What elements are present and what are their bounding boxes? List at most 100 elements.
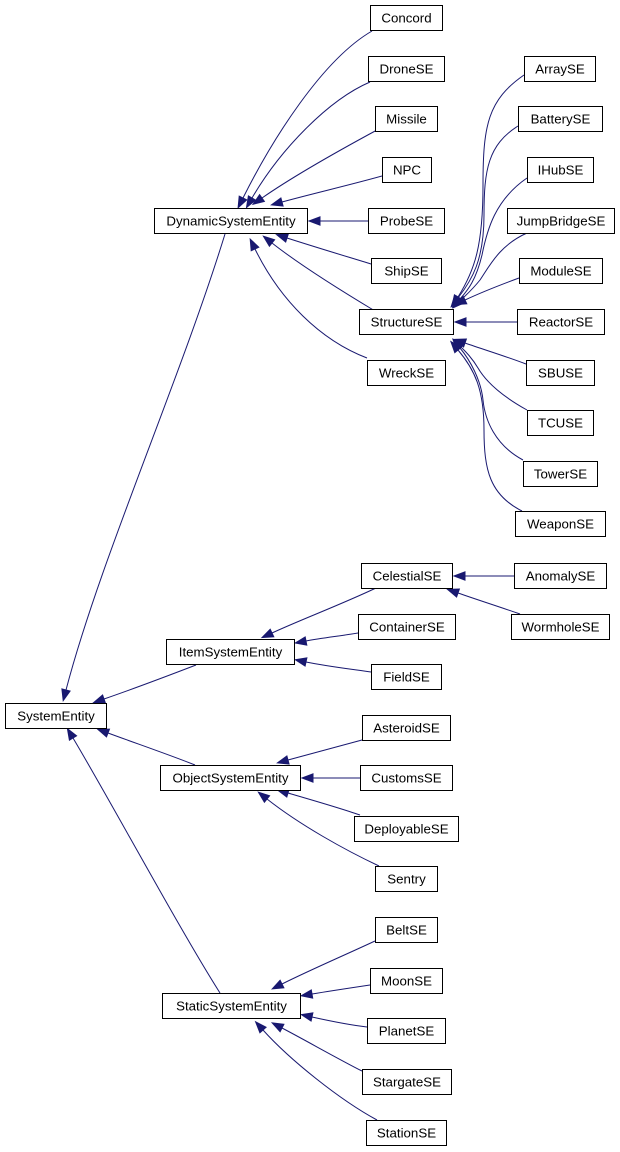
inheritance-arrowhead [453,295,468,306]
node-box [5,703,107,729]
edge-stargate-se-to-static-system-entity [270,1022,363,1072]
inheritance-arrowhead [446,588,461,598]
node-battery-se[interactable]: BatterySE [518,106,603,132]
edge-line [311,1016,368,1028]
node-weapon-se[interactable]: WeaponSE [515,511,606,537]
edge-line [254,248,368,359]
edge-belt-se-to-static-system-entity [270,940,376,990]
node-stargate-se[interactable]: StargateSE [362,1069,452,1095]
inheritance-arrowhead [270,197,284,207]
edge-line [287,792,361,816]
edges-layer [61,30,528,1121]
node-i-hub-se[interactable]: IHubSE [527,157,594,183]
node-wormhole-se[interactable]: WormholeSE [511,614,610,640]
node-box [523,461,598,487]
node-box [511,614,610,640]
edge-line [65,233,226,691]
node-planet-se[interactable]: PlanetSE [367,1018,446,1044]
node-item-system-entity[interactable]: ItemSystemEntity [166,639,295,665]
node-drone-se[interactable]: DroneSE [368,56,445,82]
node-jump-bridge-se[interactable]: JumpBridgeSE [507,208,615,234]
edge-line [457,592,521,615]
node-asteroid-se[interactable]: AsteroidSE [362,715,451,741]
node-box [518,106,603,132]
node-label: FieldSE [383,670,430,685]
node-celestial-se[interactable]: CelestialSE [361,563,453,589]
edge-line [305,632,359,642]
node-box [358,614,456,640]
node-label: StaticSystemEntity [176,999,287,1014]
node-station-se[interactable]: StationSE [366,1120,447,1146]
edge-line [464,342,527,365]
node-label: ItemSystemEntity [179,645,283,660]
edge-anomaly-se-to-celestial-se [452,571,514,581]
edge-ship-se-to-dynamic-system-entity [275,233,372,265]
node-box [368,56,445,82]
node-label: WormholeSE [521,620,599,635]
node-dynamic-system-entity[interactable]: DynamicSystemEntity [154,208,308,234]
node-container-se[interactable]: ContainerSE [358,614,456,640]
node-reactor-se[interactable]: ReactorSE [517,309,605,335]
edge-item-system-entity-to-system-entity [92,664,197,704]
node-box [368,208,445,234]
node-belt-se[interactable]: BeltSE [375,917,438,943]
node-ship-se[interactable]: ShipSE [371,258,442,284]
node-label: StationSE [377,1126,436,1141]
node-module-se[interactable]: ModuleSE [519,258,603,284]
edge-line [107,732,196,766]
node-label: ObjectSystemEntity [172,771,288,786]
node-structure-se[interactable]: StructureSE [359,309,454,335]
edge-deployable-se-to-object-system-entity [276,788,361,816]
node-box [160,765,301,791]
node-box [526,360,595,386]
edge-line [281,940,376,985]
node-tcuse[interactable]: TCUSE [527,410,594,436]
node-sentry[interactable]: Sentry [375,866,438,892]
edge-wreck-se-to-dynamic-system-entity [249,237,368,359]
edge-missile-to-dynamic-system-entity [251,129,378,206]
node-box [366,1120,447,1146]
node-deployable-se[interactable]: DeployableSE [354,816,459,842]
edge-line [242,30,373,199]
node-label: AnomalySE [526,569,596,584]
node-customs-se[interactable]: CustomsSE [360,765,453,791]
node-probe-se[interactable]: ProbeSE [368,208,445,234]
node-anomaly-se[interactable]: AnomalySE [514,563,607,589]
edge-line [271,242,376,312]
edge-sentry-to-object-system-entity [257,791,380,867]
node-system-entity[interactable]: SystemEntity [5,703,107,729]
inheritance-arrowhead [245,195,257,209]
node-box [524,56,596,82]
node-static-system-entity[interactable]: StaticSystemEntity [162,993,301,1019]
inheritance-arrowhead [452,571,466,581]
node-field-se[interactable]: FieldSE [371,664,442,690]
node-box [371,258,442,284]
node-moon-se[interactable]: MoonSE [370,968,443,994]
node-box [370,5,443,31]
node-array-se[interactable]: ArraySE [524,56,596,82]
node-sbuse[interactable]: SBUSE [526,360,595,386]
edge-line [266,798,380,867]
node-label: MoonSE [381,974,432,989]
node-box [361,563,453,589]
edge-line [271,587,377,634]
node-label: PlanetSE [379,1024,435,1039]
edge-line [286,237,372,265]
node-concord[interactable]: Concord [370,5,443,31]
node-wreck-se[interactable]: WreckSE [367,360,446,386]
edge-container-se-to-item-system-entity [293,632,359,646]
node-object-system-entity[interactable]: ObjectSystemEntity [160,765,301,791]
inheritance-arrowhead [299,1012,314,1022]
node-label: DeployableSE [364,822,448,837]
edge-line [261,129,378,199]
node-label: JumpBridgeSE [517,214,606,229]
edge-npc-to-dynamic-system-entity [270,175,383,207]
node-tower-se[interactable]: TowerSE [523,461,598,487]
inheritance-arrowhead [249,237,260,252]
inheritance-arrowhead [96,728,111,738]
node-box [517,309,605,335]
node-npc[interactable]: NPC [382,157,432,183]
node-missile[interactable]: Missile [375,106,438,132]
node-label: BatterySE [531,112,591,127]
